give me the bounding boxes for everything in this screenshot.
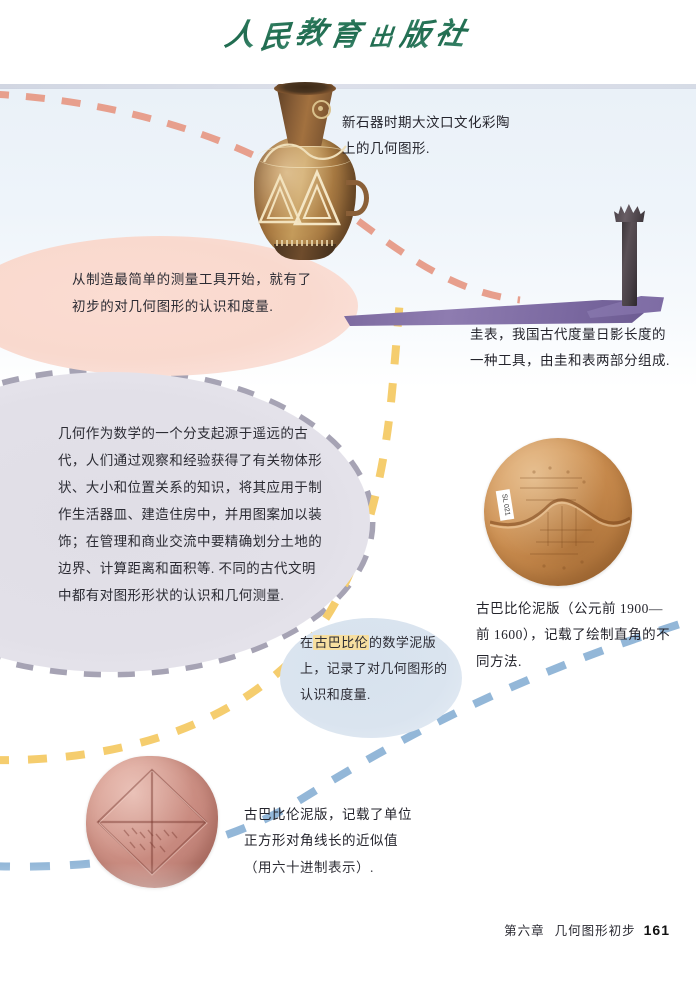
blue-bubble-text: 在古巴比伦的数学泥版上，记录了对几何图形的认识和度量. bbox=[300, 630, 450, 708]
pottery-spiral-motif bbox=[312, 100, 331, 119]
blue-bubble-highlight: 古巴比伦 bbox=[313, 635, 370, 650]
footer-page-number: 161 bbox=[643, 922, 670, 938]
purple-bubble-text: 几何作为数学的一个分支起源于遥远的古代，人们通过观察和经验获得了有关物体形状、大… bbox=[58, 426, 323, 603]
blue-bubble-prefix: 在 bbox=[300, 635, 314, 650]
gnomon-vertical-pillar bbox=[622, 216, 637, 306]
round-tablet-caption: 古巴比伦泥版（公元前 1900—前 1600），记载了绘制直角的不同方法. bbox=[476, 601, 671, 669]
pottery-triangle-motif-left bbox=[258, 172, 302, 228]
publisher-logo-top: 人民教育出版社 bbox=[0, 10, 696, 55]
pottery-handle bbox=[346, 180, 369, 216]
header-divider-rule bbox=[0, 84, 696, 89]
pottery-foot-dot-band bbox=[276, 240, 334, 246]
gnomon-guibiao-image bbox=[344, 204, 664, 338]
round-tablet-crack bbox=[490, 498, 630, 529]
pink-bubble-text: 从制造最简单的测量工具开始，就有了初步的对几何图形的认识和度量. bbox=[72, 272, 312, 315]
babylonian-round-tablet-image: SL 021 bbox=[484, 438, 632, 586]
page-footer: 第六章几何图形初步 161 bbox=[504, 920, 670, 939]
blue-bubble-shape bbox=[280, 618, 462, 738]
footer-chapter: 第六章 bbox=[504, 924, 545, 938]
neolithic-painted-pottery-image bbox=[250, 82, 369, 264]
blue-bubble-suffix: 的数学泥版上，记录了对几何图形的认识和度量. bbox=[300, 635, 448, 702]
gnomon-caption: 圭表，我国古代度量日影长度的一种工具，由圭和表两部分组成. bbox=[470, 327, 670, 369]
pottery-shoulder-band bbox=[257, 146, 353, 168]
gnomon-pillar-finial bbox=[614, 204, 645, 222]
footer-section: 几何图形初步 bbox=[554, 924, 636, 938]
round-tablet-cuneiform bbox=[520, 466, 594, 570]
page-bottom-fade bbox=[0, 863, 696, 983]
pottery-scroll-motif bbox=[260, 136, 352, 170]
pottery-triangle-motif-center bbox=[292, 168, 342, 230]
square-tablet-inscribed-square bbox=[96, 768, 208, 876]
pottery-foot bbox=[274, 244, 336, 260]
pottery-rim bbox=[274, 82, 336, 95]
pottery-caption: 新石器时期大汶口文化彩陶上的几何图形. bbox=[342, 115, 510, 157]
